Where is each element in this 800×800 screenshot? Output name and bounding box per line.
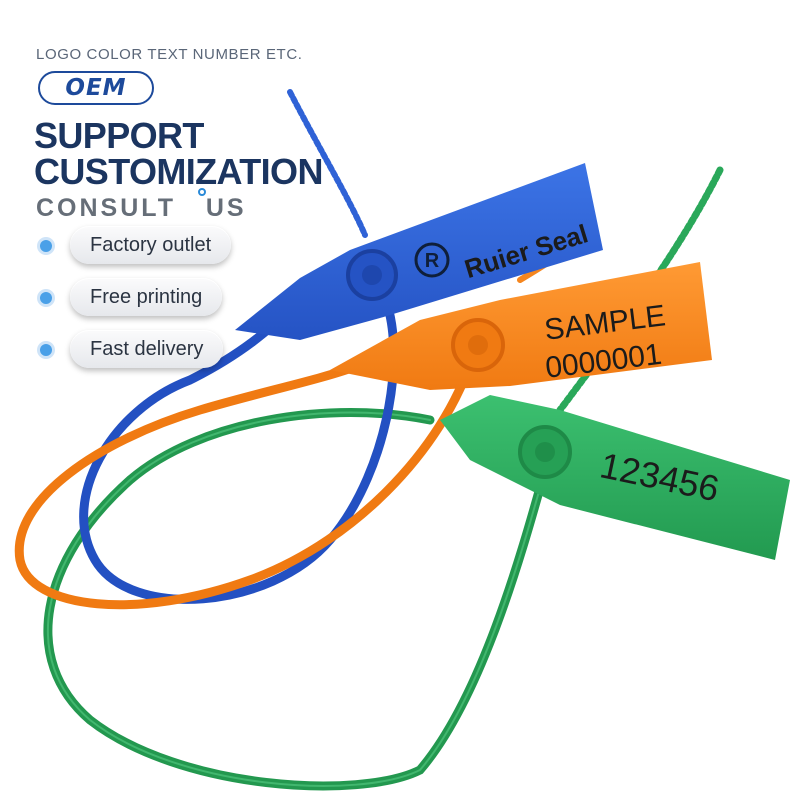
degree-dot-icon — [198, 188, 206, 196]
feature-pill: Factory outlet — [70, 226, 232, 264]
tagline: LOGO COLOR TEXT NUMBER ETC. — [36, 46, 303, 63]
consult-text: CONSULT US — [36, 194, 247, 223]
feature-pill: Free printing — [70, 278, 223, 316]
consult-right: US — [205, 194, 247, 222]
svg-text:R: R — [425, 250, 440, 272]
bullet-icon — [40, 292, 52, 304]
blue-seal-strap — [79, 89, 399, 604]
bullet-icon — [40, 240, 52, 252]
headline-line2: CUSTOMIZATION — [34, 151, 323, 192]
feature-fast-delivery: Fast delivery — [36, 330, 224, 370]
feature-factory-outlet: Factory outlet — [36, 226, 232, 266]
headline-line1: SUPPORT — [34, 115, 204, 156]
feature-free-printing: Free printing — [36, 278, 223, 318]
blue-seal-tag: R Ruier Seal — [235, 163, 603, 340]
feature-pill: Fast delivery — [70, 330, 224, 368]
oem-badge: OEM — [38, 71, 154, 105]
oem-badge-text: OEM — [65, 75, 127, 101]
green-seal-tag: 123456 — [440, 395, 790, 560]
consult-left: CONSULT — [36, 194, 176, 222]
bullet-icon — [40, 344, 52, 356]
